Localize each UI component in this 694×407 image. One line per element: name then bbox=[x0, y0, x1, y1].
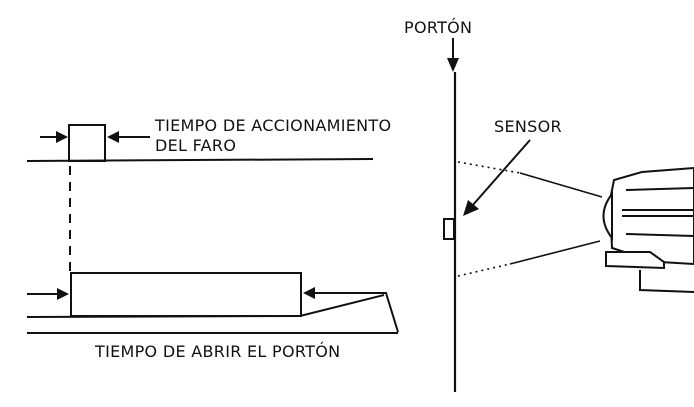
sensor-label: SENSOR bbox=[494, 117, 562, 136]
gate-opening-pulse bbox=[70, 272, 302, 317]
gate-baseline bbox=[26, 294, 385, 318]
headlight bbox=[602, 191, 613, 241]
headlight-right-arrow bbox=[107, 131, 150, 143]
gate-right-arrow bbox=[303, 287, 399, 333]
car-front bbox=[602, 166, 694, 293]
gate-left-arrow bbox=[27, 288, 69, 300]
headlight-time-label-line1: TIEMPO DE ACCIONAMIENTO bbox=[154, 116, 391, 135]
sensor-box bbox=[443, 218, 455, 240]
gate-open-time-label: TIEMPO DE ABRIR EL PORTÓN bbox=[94, 342, 340, 361]
sensor-pointer-arrow bbox=[463, 139, 531, 216]
gate-opening-timing-signal bbox=[26, 272, 399, 334]
headlight-timing-signal bbox=[26, 124, 374, 162]
headlight-time-label-line2: DEL FARO bbox=[155, 136, 236, 155]
gate-label: PORTÓN bbox=[404, 18, 472, 37]
gate-pointer-arrow bbox=[447, 38, 459, 72]
bumper bbox=[605, 251, 665, 270]
light-beam-cone bbox=[457, 161, 603, 277]
headlight-pulse bbox=[68, 124, 106, 162]
headlight-left-arrow bbox=[40, 131, 68, 143]
